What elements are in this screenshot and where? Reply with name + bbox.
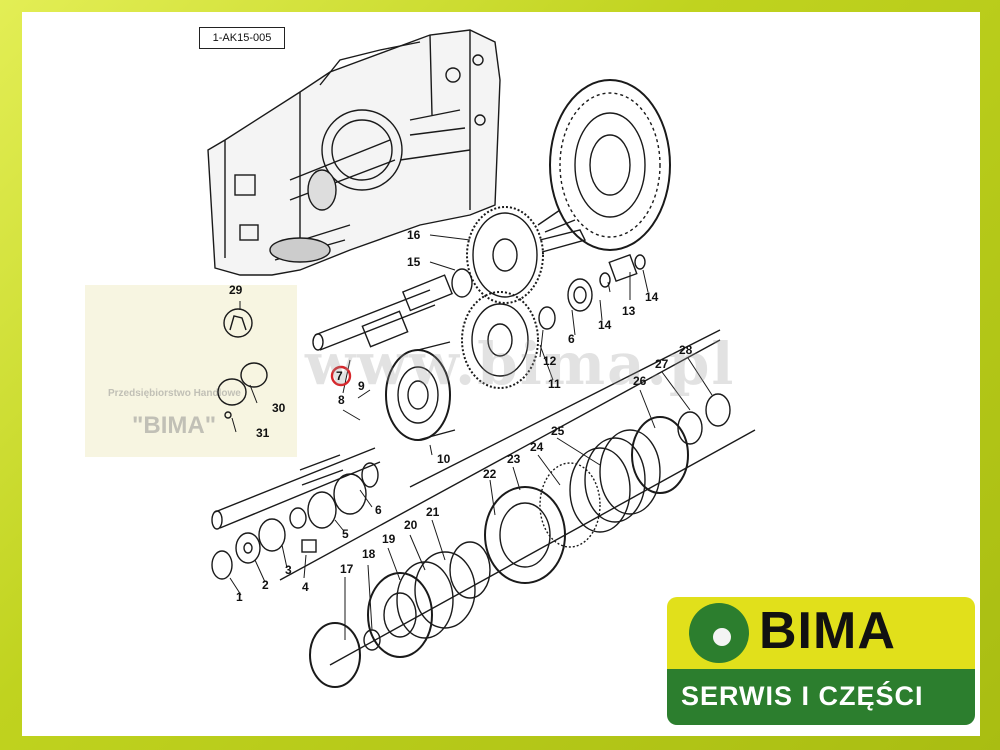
bearing-parts [538,253,646,330]
highlight-circle [330,365,352,387]
part-label-26: 26 [633,374,647,388]
part-label-4: 4 [302,580,309,594]
part-label-25: 25 [551,424,565,438]
part-label-21: 21 [426,505,440,519]
part-label-15: 15 [407,255,421,269]
ring-parts-29-31 [217,308,268,419]
logo-name: BIMA [759,602,896,660]
clutch-pack-10 [385,341,456,441]
watermark-company: Przedsiębiorstwo Handlowe [108,388,241,399]
part-label-28: 28 [679,343,693,357]
part-label-12: 12 [543,354,557,368]
part-label-20: 20 [404,518,418,532]
clutch-drum-12 [461,291,539,389]
logo-ball-icon [713,628,731,646]
part-label-14b: 14 [598,318,612,332]
part-label-9: 9 [358,379,365,393]
crown-wheel [537,79,671,251]
watermark-name: "BIMA" [132,412,217,439]
part-label-18: 18 [362,547,376,561]
part-label-8: 8 [338,393,345,407]
upper-shaft [312,268,473,351]
logo-top-band: BIMA [667,597,975,669]
watermark-panel [85,285,297,457]
logo-tagline: SERWIS I CZĘŚCI [681,681,924,711]
transmission-housing [207,29,501,276]
part-label-22: 22 [483,467,497,481]
reference-code-box: 1-AK15-005 [199,27,285,49]
part-label-3: 3 [285,563,292,577]
part-label-11: 11 [548,377,561,391]
part-label-27: 27 [655,357,669,371]
leader-lines [229,234,713,640]
part-label-10: 10 [437,452,451,466]
part-label-5: 5 [342,527,349,541]
part-label-29: 29 [229,283,243,297]
watermark-url: www.bima.pl [305,330,736,398]
logo-bottom-band: SERWIS I CZĘŚCI [667,669,975,725]
main-shaft [211,447,381,530]
part-label-6: 6 [375,503,382,517]
part-label-13: 13 [622,304,636,318]
part-label-24: 24 [530,440,544,454]
part-label-19: 19 [382,532,396,546]
part-label-23: 23 [507,452,521,466]
bima-logo: BIMA SERWIS I CZĘŚCI [667,597,975,725]
part-label-30: 30 [272,401,286,415]
part-label-2: 2 [262,578,269,592]
section-lines [279,329,756,666]
drive-gear-16 [466,206,587,304]
part-label-31: 31 [256,426,270,440]
part-label-7: 7 [336,369,343,383]
small-rings [211,462,379,580]
part-label-17: 17 [340,562,354,576]
part-label-14: 14 [645,290,659,304]
part-label-16: 16 [407,228,421,242]
part-label-1: 1 [236,590,243,604]
part-label-6b: 6 [568,332,575,346]
clutch-assembly-lower [309,393,731,688]
